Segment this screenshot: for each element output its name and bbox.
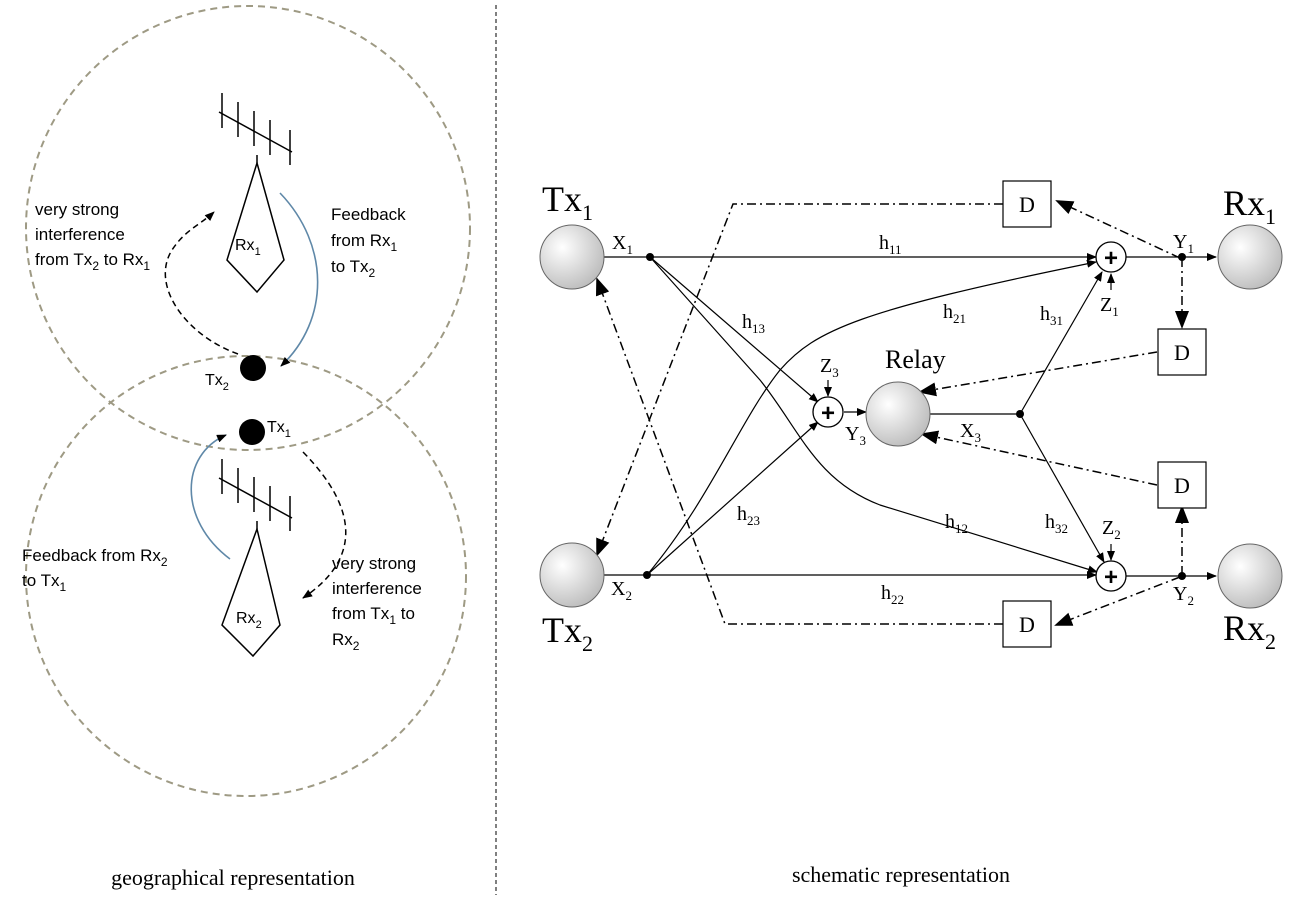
rx1-antenna-icon (218, 93, 293, 294)
channel-h12-line (649, 256, 1098, 574)
schematic-panel: + + + D D D D Tx1 Tx2 Rx1 Rx2 (539, 179, 1283, 887)
tx1-geo-label: Tx1 (267, 419, 291, 440)
relay-label: Relay (885, 345, 946, 374)
feedback-path-y1-to-d1 (1055, 200, 1181, 259)
tx1-node (539, 224, 605, 290)
rx1-geo-label: Rx1 (235, 237, 261, 258)
noise-z3-label: Z3 (820, 355, 839, 380)
adder-2: + (1095, 560, 1127, 592)
interference-label-bottom: very strong interference from Tx1 to Rx2 (332, 554, 422, 653)
adder-3: + (812, 396, 844, 428)
feedback-path-d1-to-tx2 (596, 203, 1003, 557)
junction-y1 (1178, 253, 1186, 261)
junction-x3 (1016, 410, 1024, 418)
signal-y2-label: Y2 (1173, 583, 1194, 608)
delay-box-1: D (1002, 180, 1052, 228)
geographical-panel: Rx1 Rx2 Tx2 Tx1 very strong interference… (22, 5, 471, 890)
channel-h23-label: h23 (737, 503, 760, 528)
caption-schematic: schematic representation (792, 862, 1010, 887)
svg-text:interference: interference (332, 579, 422, 598)
channel-h11-label: h11 (879, 232, 902, 257)
tx2-node (539, 542, 605, 608)
rx1-label: Rx1 (1223, 183, 1276, 229)
feedback-path-y2-to-d4 (1054, 576, 1181, 626)
relay-node (865, 381, 931, 447)
svg-text:to Tx2: to Tx2 (331, 257, 375, 280)
interference-arrow-top (164, 211, 239, 355)
tx1-geo-dot (239, 419, 265, 445)
svg-text:+: + (1104, 245, 1118, 272)
svg-text:to Tx1: to Tx1 (22, 571, 66, 594)
channel-h22-label: h22 (881, 582, 904, 607)
channel-h21-line (646, 259, 1097, 576)
svg-text:Feedback: Feedback (331, 205, 406, 224)
svg-text:from Tx1 to: from Tx1 to (332, 604, 415, 627)
junction-x1 (646, 253, 654, 261)
signal-x2-label: X2 (611, 578, 632, 603)
adder-1: + (1095, 241, 1127, 273)
caption-geographical: geographical representation (111, 865, 355, 890)
rx2-node (1217, 543, 1283, 609)
channel-h23-line (646, 421, 819, 576)
noise-z2-label: Z2 (1102, 517, 1121, 542)
svg-text:D: D (1174, 340, 1190, 365)
svg-text:Feedback from Rx2: Feedback from Rx2 (22, 546, 168, 569)
feedback-path-d2-to-relay (918, 351, 1158, 397)
channel-h13-line (649, 256, 819, 403)
svg-text:D: D (1019, 612, 1035, 637)
feedback-label-top: Feedback from Rx1 to Tx2 (331, 205, 406, 280)
rx2-label: Rx2 (1223, 608, 1276, 654)
channel-h32-line (1019, 413, 1105, 563)
svg-text:very strong: very strong (35, 200, 119, 219)
feedback-arrow-bottom (190, 434, 231, 560)
channel-h13-label: h13 (742, 311, 765, 336)
svg-text:Rx2: Rx2 (332, 630, 360, 653)
channel-h12-label: h12 (945, 511, 968, 536)
rx1-node (1217, 224, 1283, 290)
svg-text:D: D (1019, 192, 1035, 217)
coverage-circle-top (25, 5, 471, 451)
junction-y2 (1178, 572, 1186, 580)
signal-y1-label: Y1 (1173, 231, 1194, 256)
svg-text:+: + (821, 400, 835, 427)
channel-h32-label: h32 (1045, 511, 1068, 536)
svg-text:interference: interference (35, 225, 125, 244)
delay-box-3: D (1157, 461, 1207, 509)
junction-x2 (643, 571, 651, 579)
svg-text:from Tx2 to Rx1: from Tx2 to Rx1 (35, 250, 150, 273)
svg-text:+: + (1104, 564, 1118, 591)
signal-y3-label: Y3 (845, 423, 866, 448)
delay-box-2: D (1157, 328, 1207, 376)
feedback-path-d4-to-tx1 (596, 277, 1003, 625)
tx1-label: Tx1 (542, 179, 593, 225)
feedback-path-d3-to-relay (920, 430, 1158, 486)
signal-x3-label: X3 (960, 420, 981, 445)
interference-arrow-bottom (302, 451, 347, 599)
tx2-geo-dot (240, 355, 266, 381)
svg-text:D: D (1174, 473, 1190, 498)
noise-z1-label: Z1 (1100, 294, 1119, 319)
delay-box-4: D (1002, 600, 1052, 648)
tx2-geo-label: Tx2 (205, 372, 229, 393)
interference-label-top: very strong interference from Tx2 to Rx1 (35, 200, 150, 273)
tx2-label: Tx2 (542, 610, 593, 656)
rx2-antenna-icon (218, 459, 293, 658)
rx2-geo-label: Rx2 (236, 610, 262, 631)
channel-h31-label: h31 (1040, 303, 1063, 328)
signal-x1-label: X1 (612, 232, 633, 257)
channel-h21-label: h21 (943, 301, 966, 326)
feedback-label-bottom: Feedback from Rx2 to Tx1 (22, 546, 168, 594)
coverage-circle-bottom (25, 355, 467, 797)
svg-text:from Rx1: from Rx1 (331, 231, 398, 254)
svg-text:very strong: very strong (332, 554, 416, 573)
channel-h31-line (1019, 271, 1103, 415)
feedback-arrow-top (279, 192, 319, 367)
